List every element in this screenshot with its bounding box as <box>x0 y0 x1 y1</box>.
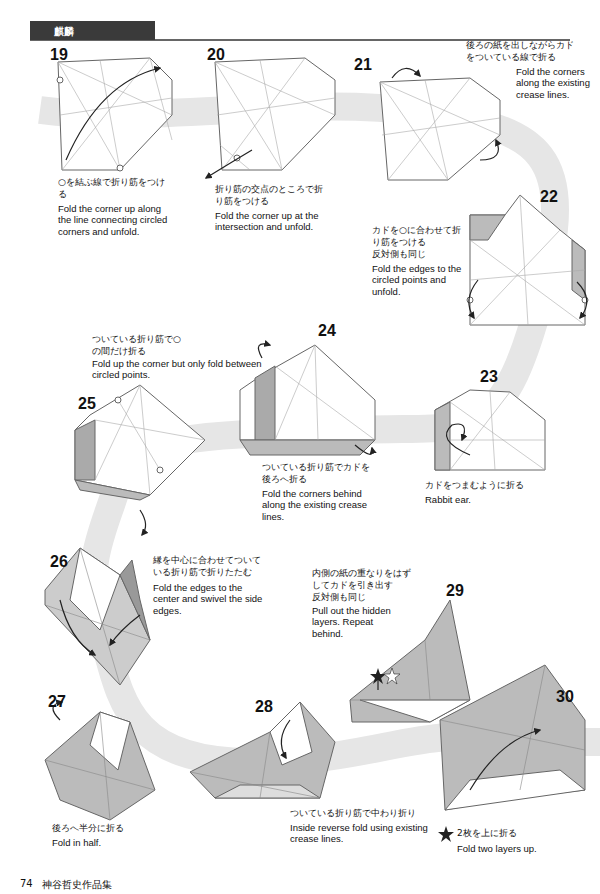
step-number: 30 <box>556 688 574 706</box>
instruction-ja: 内側の紙の重なりをはずしてカドを引き出す <box>312 568 412 591</box>
step-number: 24 <box>318 322 336 340</box>
instruction-ja: 折り筋の交点のところで折り筋をつける <box>215 184 330 207</box>
instruction-en: Fold the corner up along the line connec… <box>58 203 168 237</box>
instruction-ja: カドをつまむように折る <box>425 480 565 492</box>
header-tab <box>30 21 155 40</box>
step-number: 21 <box>354 56 372 74</box>
instruction-en: Rabbit ear. <box>425 494 525 505</box>
instruction-en: Fold in half. <box>52 837 152 848</box>
step-number: 27 <box>48 693 66 711</box>
instruction-ja: 反対側も同じ <box>372 249 464 261</box>
instruction-en: Pull out the hidden layers. Repeat behin… <box>312 605 407 639</box>
step-number: 19 <box>50 46 68 64</box>
step-number: 22 <box>540 188 558 206</box>
instruction-ja: カドを○に合わせて折り筋をつける <box>372 225 464 248</box>
instruction-en: Fold up the corner but only fold between… <box>92 358 272 381</box>
step-number: 26 <box>50 553 68 571</box>
instruction-en: Fold the edges to the center and swivel … <box>153 582 263 616</box>
step-number: 25 <box>78 395 96 413</box>
instruction-en: Fold the corners along the existing crea… <box>516 66 596 100</box>
instruction-en: Fold two layers up. <box>457 843 577 854</box>
instruction-en: Inside reverse fold using existing creas… <box>290 822 440 845</box>
instruction-ja: ○を結ぶ線で折り筋をつける <box>58 177 173 200</box>
page-title: 麒麟 <box>54 25 74 39</box>
page-footer: 74 <box>20 878 33 889</box>
instruction-en: Fold the corner up at the intersection a… <box>215 210 340 233</box>
instruction-ja: 縁を中心に合わせてついている折り筋で折りたたむ <box>153 555 263 578</box>
step-number: 23 <box>480 368 498 386</box>
step-figures <box>45 58 588 842</box>
instruction-en: Fold the corners behind along the existi… <box>262 488 372 522</box>
instruction-ja: 後ろの紙を出しながらカドをついている線で折る <box>466 40 578 63</box>
instruction-ja: 後ろへ半分に折る <box>52 823 162 835</box>
step-band <box>40 107 600 762</box>
instruction-ja: ついている折り筋でカドを後ろへ折る <box>262 462 372 485</box>
step-number: 20 <box>207 46 225 64</box>
instruction-ja: 反対側も同じ <box>312 592 412 604</box>
instruction-ja: 2枚を上に折る <box>457 828 577 840</box>
page-footer: 神谷哲史作品集 <box>42 878 112 892</box>
instruction-en: Fold the edges to the circled points and… <box>372 263 464 297</box>
instruction-ja: ついている折り筋で○の間だけ折る <box>92 334 182 357</box>
step-number: 28 <box>255 698 273 716</box>
step-number: 29 <box>446 582 464 600</box>
instruction-ja: ついている折り筋で中わり折り <box>290 808 440 820</box>
